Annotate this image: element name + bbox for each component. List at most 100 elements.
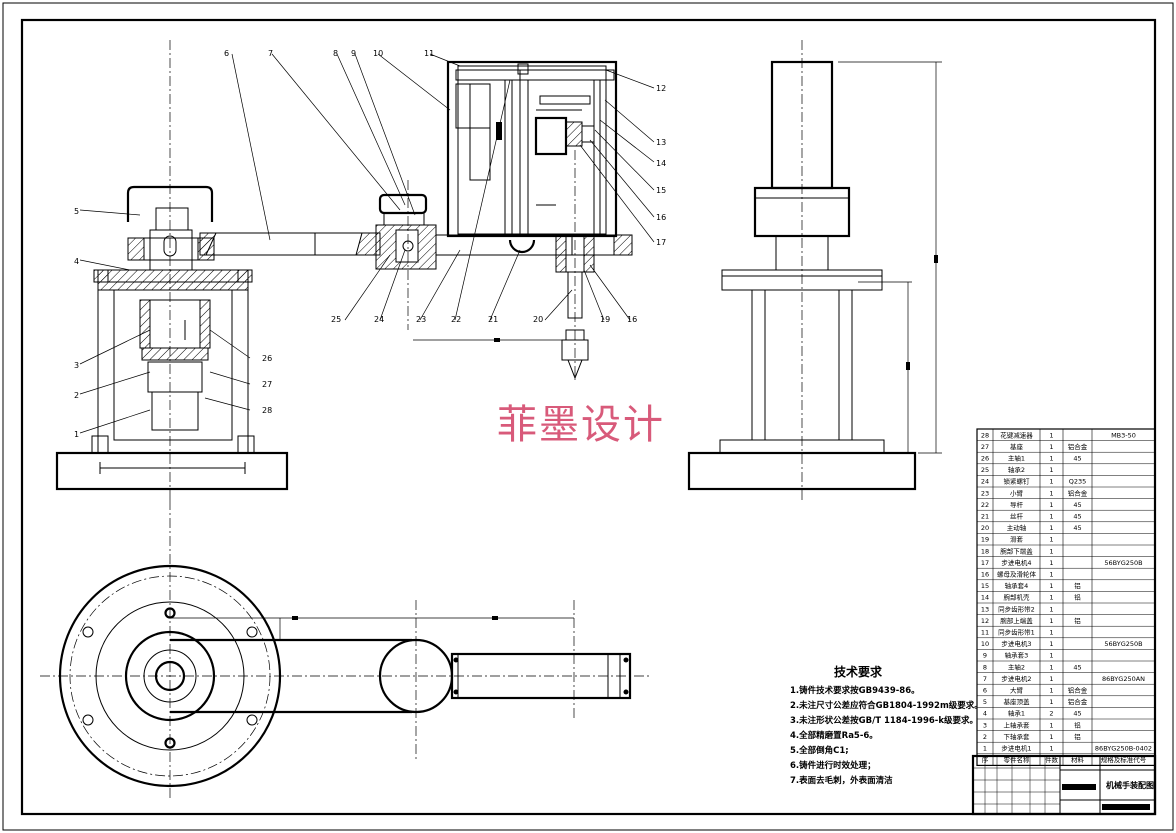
bom-cell: 1 [1049, 605, 1053, 613]
bom-cell: 26 [981, 455, 989, 463]
bom-cell: 铝 [1074, 581, 1081, 590]
bom-cell: 主轴2 [1008, 662, 1025, 671]
bom-cell: 基座 [1010, 442, 1024, 451]
bom-cell: 腕部上端盖 [1000, 616, 1033, 625]
bom-cell: 步进电机1 [1001, 744, 1031, 753]
callout-2: 2 [74, 391, 79, 400]
callout-15: 15 [656, 186, 666, 195]
callout-16: 16 [656, 213, 666, 222]
bom-cell: 45 [1073, 663, 1081, 671]
bom-cell: 1 [1049, 443, 1053, 451]
callout-26: 26 [262, 354, 272, 363]
bom-cell: 27 [981, 443, 989, 451]
bom-cell: 步进电机4 [1001, 558, 1031, 567]
bom-cell: 1 [1049, 501, 1053, 509]
bom-cell: 45 [1073, 501, 1081, 509]
callout-22: 22 [451, 315, 461, 324]
bom-cell: 步进电机2 [1001, 674, 1031, 683]
bom-cell: 6 [983, 687, 987, 695]
bom-cell: Q235 [1069, 478, 1087, 486]
bom-cell: 丝杆 [1010, 512, 1024, 521]
bom-cell: 1 [1049, 513, 1053, 521]
bom-cell: 11 [981, 629, 989, 637]
bom-cell: 1 [1049, 524, 1053, 532]
bom-cell: 25 [981, 466, 989, 474]
bom-cell: 1 [1049, 559, 1053, 567]
bom-cell: 45 [1073, 710, 1081, 718]
bom-cell: 3 [983, 721, 987, 729]
drawing-title: 机械手装配图 [1106, 780, 1154, 790]
bom-cell: 19 [981, 536, 989, 544]
callout-17: 17 [656, 238, 666, 247]
bom-cell: 轴承套4 [1005, 581, 1029, 590]
bom-cell: 45 [1073, 524, 1081, 532]
title-block: 机械手装配图 [971, 754, 1157, 816]
callout-13: 13 [656, 138, 666, 147]
bom-cell: 铝 [1074, 732, 1081, 741]
callout-leaders [79, 53, 655, 434]
bom-cell: 7 [983, 675, 987, 683]
bom-cell: 基座顶盖 [1004, 697, 1031, 706]
bom-cell: 腕部下端盖 [1000, 546, 1033, 555]
bom-cell: 1 [1049, 571, 1053, 579]
bom-cell: 56BYG250B [1104, 559, 1142, 567]
bom-cell: 1 [1049, 431, 1053, 439]
bom-cell: 铝合金 [1068, 488, 1088, 497]
callout-5: 5 [74, 207, 79, 216]
tech-req-item: 4.全部精磨置Ra5-6。 [790, 730, 878, 741]
bom-cell: 下轴承套 [1004, 732, 1031, 741]
bom-cell: 1 [1049, 489, 1053, 497]
tech-req-item: 7.表面去毛刺，外表面清洁 [790, 775, 893, 786]
bom-cell: 小臂 [1010, 488, 1024, 497]
bom-cell: 13 [981, 605, 989, 613]
bom-cell: 1 [1049, 629, 1053, 637]
bom-cell: 16 [981, 571, 989, 579]
bom-cell: 1 [1049, 733, 1053, 741]
bom-cell: 1 [1049, 536, 1053, 544]
bom-cell: 铝 [1074, 593, 1081, 602]
callout-8: 8 [333, 49, 338, 58]
bom-cell: 铝合金 [1068, 686, 1088, 695]
callout-14: 14 [656, 159, 666, 168]
bom-cell: 24 [981, 478, 989, 486]
bom-cell: 5 [983, 698, 987, 706]
tech-req-item: 5.全部倒角C1; [790, 745, 849, 756]
bom-cell: 86BYG250AN [1102, 675, 1145, 683]
bom-cell: 主动轴 [1007, 523, 1027, 532]
callout-24: 24 [374, 315, 384, 324]
callout-3: 3 [74, 361, 79, 370]
bom-cell: 17 [981, 559, 989, 567]
top-view [40, 500, 650, 800]
bom-cell: 同步齿形带1 [998, 629, 1035, 637]
bom-cell: 86BYG250B-0402 [1095, 745, 1152, 753]
bom-cell: 1 [1049, 698, 1053, 706]
bom-cell: 21 [981, 513, 989, 521]
bom-cell: 1 [1049, 652, 1053, 660]
bom-cell: 1 [1049, 675, 1053, 683]
bom-header-cell: 材料 [1071, 755, 1085, 764]
bom-cell: 铝 [1074, 616, 1081, 625]
bom-cell: 18 [981, 547, 989, 555]
bom-cell: 1 [1049, 478, 1053, 486]
bom-cell: 12 [981, 617, 989, 625]
bom-cell: 大臂 [1010, 686, 1024, 695]
bom-cell: 花键减速器 [1000, 430, 1033, 439]
bom-cell: 1 [1049, 594, 1053, 602]
bom-header-cell: 规格及标准代号 [1101, 755, 1147, 764]
tech-req-item: 1.铸件技术要求按GB9439-86。 [790, 685, 920, 696]
bom-cell: 1 [1049, 455, 1053, 463]
callout-9: 9 [351, 49, 356, 58]
callout-25: 25 [331, 315, 341, 324]
callout-11: 11 [424, 49, 434, 58]
bom-cell: 56BYG250B [1104, 640, 1142, 648]
bom-cell: 轴承1 [1008, 709, 1025, 718]
bom-cell: 同步齿形带2 [998, 605, 1035, 613]
bom-cell: 1 [1049, 547, 1053, 555]
bom-cell: 20 [981, 524, 989, 532]
bom-cell: 10 [981, 640, 989, 648]
bom-cell: 15 [981, 582, 989, 590]
technical-requirements: 技术要求 1.铸件技术要求按GB9439-86。 2.未注尺寸公差应符合GB18… [790, 664, 983, 786]
